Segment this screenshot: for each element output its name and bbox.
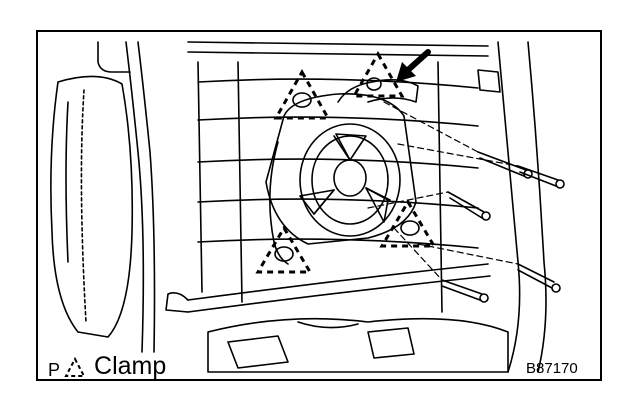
lumbar-plate: [265, 93, 417, 245]
cross-tube: [187, 263, 489, 301]
frame-rail-left: [125, 41, 145, 353]
clamp-marker-top: [351, 50, 405, 98]
seat-frame-illustration: [50, 41, 565, 373]
legend-marker: P: [48, 360, 61, 380]
legend-label: Clamp: [94, 352, 167, 380]
clamp-marker-lower-right: [379, 199, 437, 248]
spring-wires: [197, 61, 479, 313]
bolt-set: [441, 151, 565, 303]
alignment-lines: [367, 101, 519, 281]
clamp-marker-lower-left: [255, 225, 313, 274]
clamp-marker-upper-left: [273, 68, 331, 120]
figure-code: B87170: [526, 360, 578, 377]
legend: P Clamp: [48, 349, 166, 379]
illustration-frame: [36, 30, 602, 381]
frame-rail-right: [497, 41, 521, 373]
pointer-arrow-icon: [396, 49, 431, 82]
seat-cushion: [50, 75, 134, 338]
frame-top-bar: [187, 41, 489, 47]
lumbar-motor-housing: [299, 123, 401, 237]
dashed-triangle-icon: [64, 357, 86, 377]
